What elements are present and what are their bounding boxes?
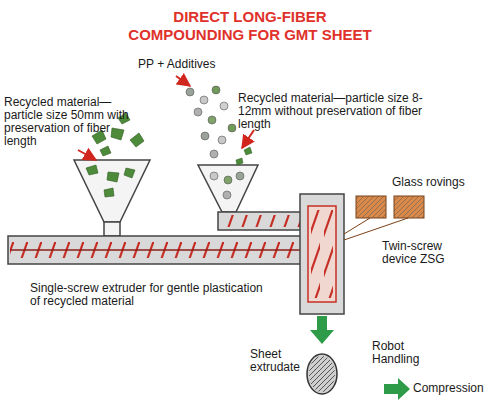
screw — [220, 215, 300, 227]
part-label: Single-screw extruder for gentle plastic… — [30, 282, 270, 308]
output-arrow — [310, 316, 334, 344]
twin-screw-device — [300, 194, 344, 314]
part-label: Twin-screw device ZSG — [382, 240, 462, 266]
side-extruder-barrel — [218, 212, 302, 230]
pp-pellets — [186, 86, 244, 199]
single-screw-barrel — [8, 236, 302, 264]
step-label: Compression — [413, 382, 497, 395]
step-label: Robot Handling — [372, 340, 442, 366]
feed-note: PP + Additives — [138, 58, 248, 71]
feed-note: Recycled material— particle size 50mm wi… — [4, 96, 132, 148]
feed-note: Recycled material—particle size 8-12mm w… — [238, 92, 434, 131]
hopper — [74, 160, 150, 222]
part-label: Sheet extrudate — [250, 348, 306, 374]
screw — [10, 242, 300, 258]
glass-roving-spools — [344, 196, 424, 240]
part-label: Glass rovings — [392, 176, 492, 189]
leader-arrow — [78, 150, 96, 160]
leader-arrow — [242, 130, 254, 148]
sheet-extrudate — [307, 354, 337, 394]
diagram-title: DIRECT LONG-FIBER COMPOUNDING FOR GMT SH… — [120, 8, 380, 44]
leader-arrow — [176, 76, 190, 86]
hopper — [198, 165, 258, 212]
hopper-neck — [104, 222, 120, 236]
compression-arrow — [384, 378, 410, 400]
